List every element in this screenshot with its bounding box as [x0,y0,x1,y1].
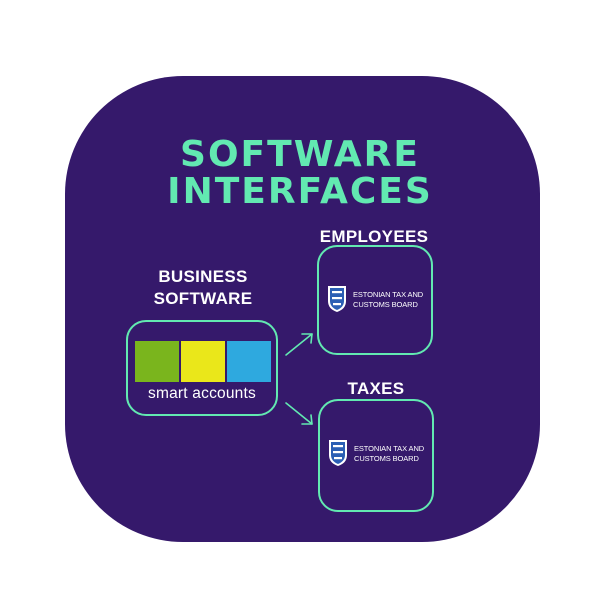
employees-box: ESTONIAN TAX AND CUSTOMS BOARD [317,245,433,355]
tax-board-name: ESTONIAN TAX AND CUSTOMS BOARD [353,290,433,310]
taxes-box: ESTONIAN TAX AND CUSTOMS BOARD [318,399,434,512]
logo-tile-blue [227,341,271,382]
tax-board-name: ESTONIAN TAX AND CUSTOMS BOARD [354,444,434,464]
logo-tile-yellow [181,341,225,382]
three-lions-crest-icon [329,440,347,466]
business-software-label-line1: BUSINESS [158,267,248,286]
employees-label: EMPLOYEES [319,227,429,246]
business-software-label-line2: SOFTWARE [153,289,253,308]
tax-board-name-line1: ESTONIAN TAX AND [353,290,424,299]
business-software-box: smart accounts [126,320,278,416]
tax-board-name-line1: ESTONIAN TAX AND [354,444,425,453]
arrow-to-employees-icon [285,333,313,356]
diagram-title-line1: SOFTWARE [180,134,420,175]
tax-board-logo: ESTONIAN TAX AND CUSTOMS BOARD [326,439,430,469]
diagram-title-line2: INTERFACES [167,171,433,212]
three-lions-crest-icon [328,286,346,312]
background-panel [65,76,540,542]
tax-board-name-line2: CUSTOMS BOARD [353,300,418,309]
logo-tile-green [135,341,179,382]
business-software-label: BUSINESS SOFTWARE [140,266,266,310]
tax-board-name-line2: CUSTOMS BOARD [354,454,419,463]
arrow-to-taxes-icon [285,402,313,425]
tax-board-logo: ESTONIAN TAX AND CUSTOMS BOARD [325,285,429,315]
smart-accounts-wordmark: smart accounts [148,385,256,402]
taxes-label: TAXES [347,379,405,398]
